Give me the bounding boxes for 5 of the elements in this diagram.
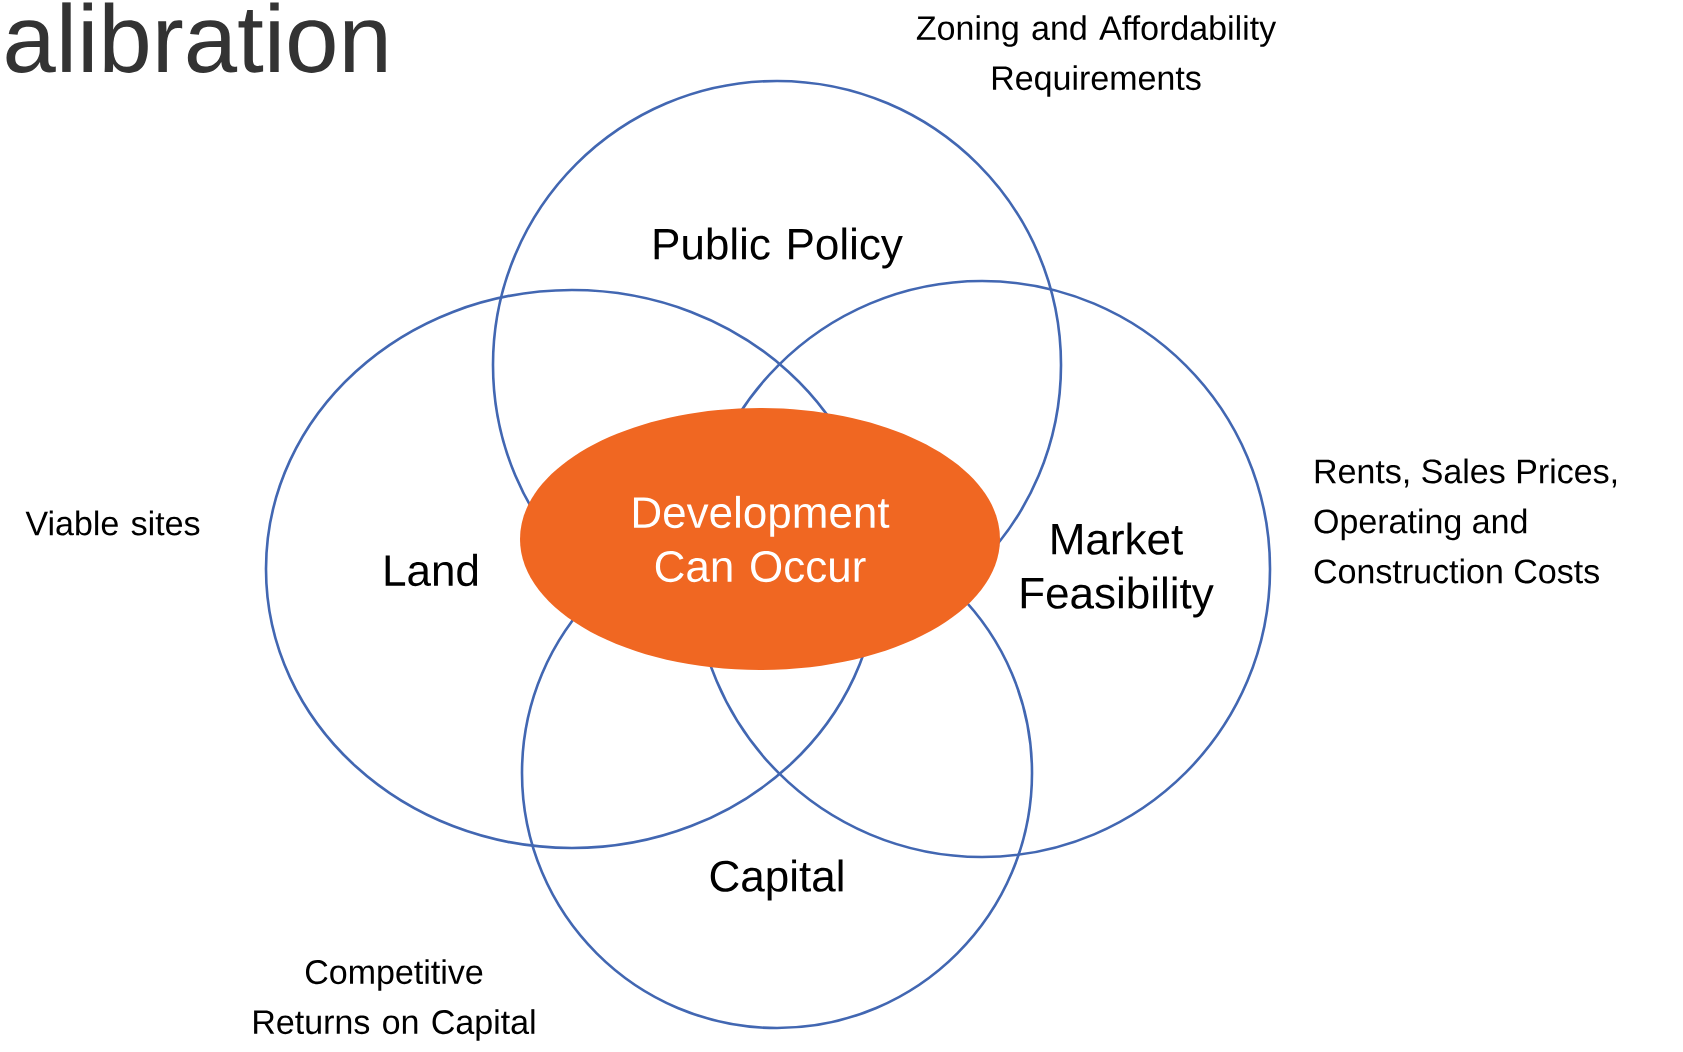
title: alibration	[6, 2, 386, 73]
outer-label: Rents, Sales Prices, Operating and Construction Costs	[1314, 458, 1616, 584]
outer-label: Competitive Returns on Capital	[254, 959, 535, 1041]
outer-label: Viable sites	[25, 510, 200, 536]
outer-label: Zoning and Affordability Requirements	[916, 15, 1277, 97]
